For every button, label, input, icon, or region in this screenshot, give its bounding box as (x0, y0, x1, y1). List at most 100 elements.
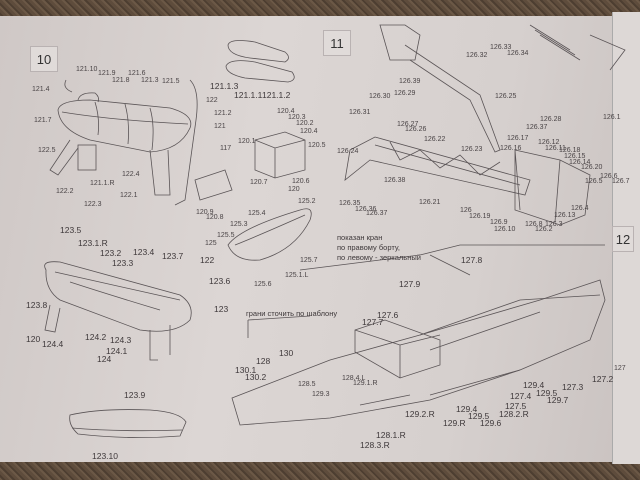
part-label: 126.37 (366, 210, 388, 217)
part-label: 125.7 (300, 257, 318, 264)
part-label: 120.5 (308, 142, 326, 149)
part-label: 122 (200, 255, 215, 265)
part-label: 129.4 (456, 404, 478, 414)
part-label: 121 (214, 123, 226, 130)
part-label: 126.3 (545, 221, 563, 228)
boat-cover-drawing (69, 409, 187, 438)
part-label: 126.17 (507, 135, 529, 142)
part-label: 126.35 (339, 200, 361, 207)
part-label: 124.3 (110, 335, 132, 345)
part-label: 122.3 (84, 201, 102, 208)
part-label: 123.4 (133, 247, 155, 257)
part-label: 126.2 (535, 226, 553, 233)
part-label: 126.32 (466, 52, 488, 59)
part-label: 122 (206, 97, 218, 104)
part-label: 125.3 (230, 221, 248, 228)
part-label: 129.R (443, 418, 466, 428)
part-label: 123.1.R (78, 238, 108, 248)
part-label: 126.6 (600, 173, 618, 180)
part-label: 128.2.R (499, 409, 529, 419)
part-label: 126.12 (538, 139, 560, 146)
part-label: 127.6 (377, 310, 399, 320)
part-label: 126.13 (554, 212, 576, 219)
step-10-marker: 10 (30, 46, 58, 72)
part-label: 127.7 (362, 317, 384, 327)
enclosed-lifeboat-drawing (49, 79, 233, 206)
part-label: 126.24 (337, 148, 359, 155)
part-label: 121.1.1 (234, 90, 263, 100)
part-label: 126 (460, 207, 472, 214)
part-label: 123.7 (162, 251, 184, 261)
part-label: 126.33 (490, 44, 512, 51)
part-label: 121.6 (128, 70, 146, 77)
part-label: 126.15 (564, 153, 586, 160)
part-label: 127.4 (510, 391, 532, 401)
part-label: 129.4 (523, 380, 545, 390)
part-label: 126.14 (569, 159, 591, 166)
part-label: 126.11 (545, 145, 566, 152)
part-label: 126.27 (397, 121, 419, 128)
part-label: 123.2 (100, 248, 122, 258)
part-label: 121.5 (162, 78, 180, 85)
part-label: 120.3 (288, 114, 306, 121)
part-label: 126.28 (540, 116, 562, 123)
part-label: 120.9 (196, 209, 214, 216)
part-label: 121.7 (34, 117, 52, 124)
part-label: 126.39 (399, 78, 421, 85)
part-label: 128.5 (298, 381, 316, 388)
part-label: 125.6 (254, 281, 272, 288)
rescue-boat-drawing (44, 261, 192, 361)
part-label: 122.1 (120, 192, 138, 199)
crane-note: показан кран по правому борту, по левому… (337, 233, 421, 263)
part-label: 122.5 (38, 147, 56, 154)
part-label: 128.4.L (342, 375, 366, 382)
part-label: 121.1.2 (262, 90, 291, 100)
part-label: 125.2 (298, 198, 316, 205)
carpet-top (0, 0, 640, 18)
part-label: 120.4 (277, 108, 295, 115)
part-label: 124.4 (42, 339, 64, 349)
part-label: 129.1.R (353, 380, 378, 387)
crane-note-line: по левому - зеркальный (337, 253, 421, 262)
part-label: 124 (97, 354, 112, 364)
part-label: 129.3 (312, 391, 330, 398)
instruction-page (0, 16, 612, 462)
part-label: 120.7 (250, 179, 268, 186)
part-label: 126.22 (424, 136, 446, 143)
crane-note-line: показан кран (337, 233, 383, 242)
part-label: 127.9 (399, 279, 421, 289)
part-label: 126.20 (581, 164, 603, 171)
part-label: 125.5 (217, 232, 235, 239)
part-label: 129.7 (547, 395, 569, 405)
part-label: 127.2 (592, 374, 614, 384)
part-label: 126.19 (469, 213, 491, 220)
part-label: 121.1.3 (210, 81, 239, 91)
part-label: 121.9 (98, 70, 116, 77)
part-label: 126.25 (495, 93, 517, 100)
small-lifeboat-parts-drawing (225, 40, 295, 83)
crane-drawing (344, 24, 626, 226)
template-note: грани сточить по шаблону (246, 309, 338, 318)
part-label: 126.26 (405, 126, 427, 133)
part-label: 126.9 (490, 219, 508, 226)
part-label: 123.9 (124, 390, 146, 400)
step-12-marker: 12 (612, 226, 634, 252)
part-label: 120.8 (206, 214, 224, 221)
part-label: 126.31 (349, 109, 371, 116)
part-label: 129.2.R (405, 409, 435, 419)
part-label: 123.10 (92, 451, 118, 461)
part-label: 126.1 (603, 114, 621, 121)
part-label: 126.34 (507, 50, 529, 57)
part-label: 126.8 (525, 221, 543, 228)
crane-note-line: по правому борту, (337, 243, 400, 252)
part-label: 120 (288, 186, 300, 193)
part-label: 121.4 (32, 86, 50, 93)
part-label: 127.3 (562, 382, 584, 392)
part-label: 126.10 (494, 226, 516, 233)
part-label: 127 (614, 365, 626, 372)
open-boat-drawing (227, 208, 312, 261)
step-11-marker: 11 (323, 30, 351, 56)
part-label: 126.21 (419, 199, 441, 206)
part-label: 126.23 (461, 146, 483, 153)
